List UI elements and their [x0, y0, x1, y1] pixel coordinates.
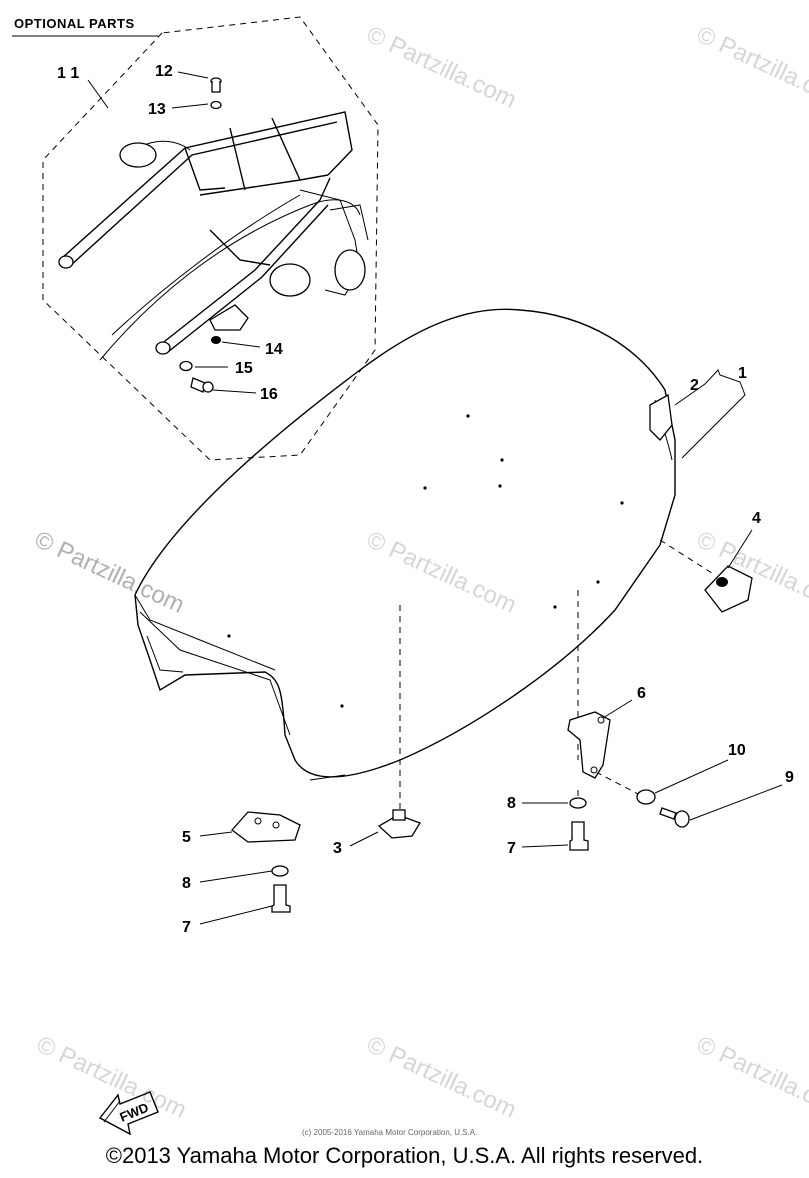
seat-bracket-rear [567, 711, 611, 779]
watermark: © Partzilla.com [692, 21, 809, 114]
callout-label: 8 [182, 875, 191, 892]
leader-lines [87, 71, 783, 925]
bolt-7-left [271, 884, 291, 913]
callout-label: 7 [182, 919, 191, 936]
watermark: © Partzilla.com [362, 21, 520, 114]
callout-label: 5 [182, 829, 191, 846]
seat-bracket-front [231, 811, 301, 843]
callout-label: 16 [260, 386, 278, 403]
callout-label: 2 [690, 377, 699, 394]
seat [134, 308, 676, 781]
callout-label: 10 [728, 742, 746, 759]
callout-label: 6 [637, 685, 646, 702]
watermark: © Partzilla.com [362, 526, 520, 619]
callout-label: 3 [333, 840, 342, 857]
watermark: © Partzilla.com [692, 1031, 809, 1124]
washer-8-right [569, 797, 587, 809]
footer-copyright: ©2013 Yamaha Motor Corporation, U.S.A. A… [105, 1143, 704, 1168]
washer-10 [636, 789, 656, 805]
callout-label: 12 [155, 63, 173, 80]
damper-part [704, 565, 753, 613]
watermark: © Partzilla.com [362, 1031, 520, 1124]
callout-label: 9 [785, 769, 794, 786]
callout-label: 13 [148, 101, 166, 118]
small-copyright: (c) 2005-2016 Yamaha Motor Corporation, … [302, 1128, 477, 1137]
callout-label: 8 [507, 795, 516, 812]
callout-label: 1 [738, 365, 747, 382]
optional-parts-boundary [42, 16, 379, 461]
callout-numbers: 1 1 12 13 14 15 16 2 1 4 6 10 9 8 7 3 5 … [57, 63, 794, 936]
callout-label: 4 [752, 510, 761, 527]
callout-label: 1 1 [57, 65, 79, 82]
callout-label: 14 [265, 341, 283, 358]
optional-parts-label: OPTIONAL PARTS [14, 16, 135, 31]
bolt-7-right [569, 821, 589, 851]
screw-9 [659, 807, 677, 820]
callout-label: 15 [235, 360, 253, 377]
watermark: © Partzilla.com [32, 1031, 190, 1124]
rack-hardware [179, 77, 222, 393]
callout-label: 7 [507, 840, 516, 857]
watermark-prominent: © Partzilla.com [30, 526, 188, 619]
luggage-rack [58, 111, 369, 361]
washer-8-left [271, 865, 289, 877]
